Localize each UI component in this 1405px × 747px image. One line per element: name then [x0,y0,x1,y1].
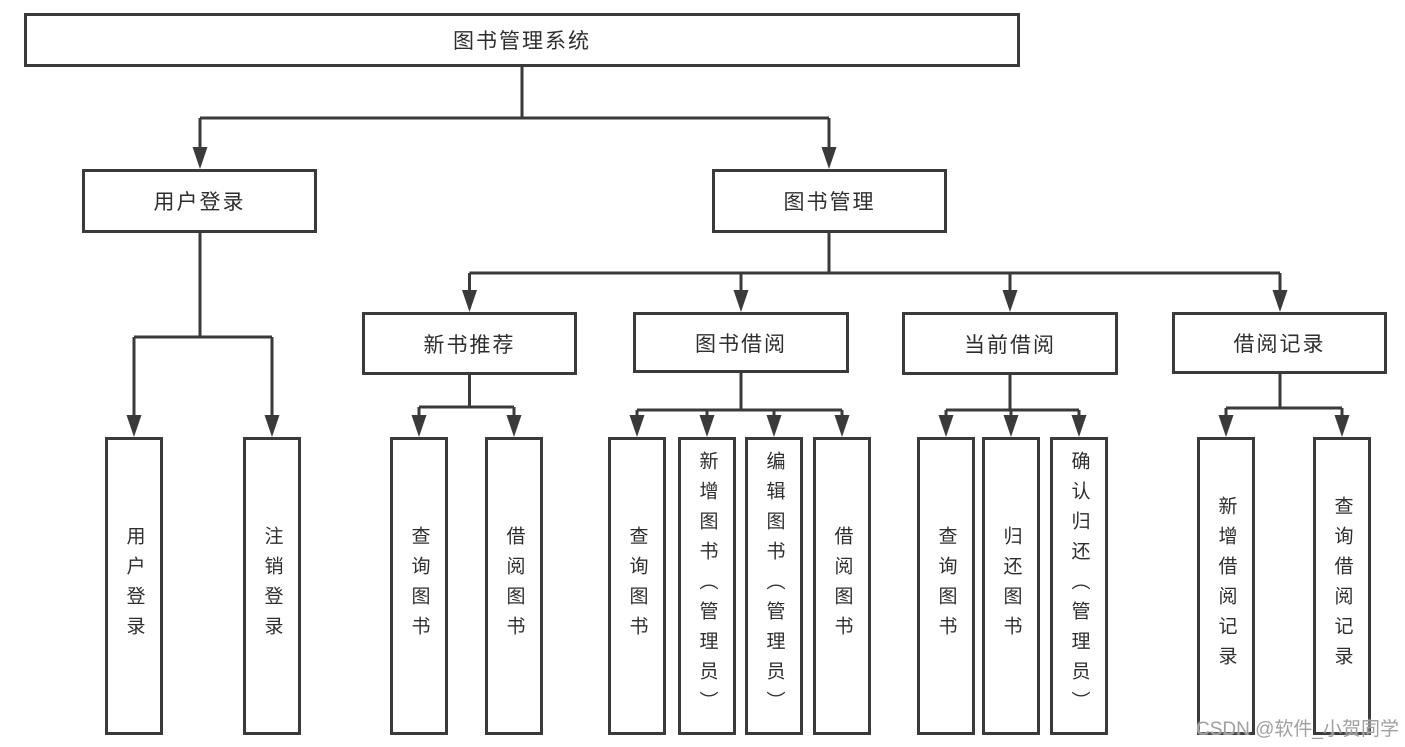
leaf-recommend-borrow-books-label: 借阅图书 [503,526,525,646]
leaf-add-books-admin: 新增图书（管理员） [678,437,736,735]
leaf-query-borrow-record: 查询借阅记录 [1313,437,1371,735]
connector-borrow-records-to-leaves [1218,374,1350,437]
node-current-borrow-label: 当前借阅 [964,333,1056,357]
connector-current-borrow-to-leaves [938,375,1087,437]
connector-root-to-level2 [192,67,837,169]
node-user-login-label: 用户登录 [153,191,246,214]
connector-user-login-to-leaves [126,233,280,437]
leaf-current-query-books-label: 查询图书 [935,526,957,646]
leaf-recommend-query-books-label: 查询图书 [408,526,430,646]
node-book-borrow: 图书借阅 [633,312,849,373]
node-book-borrow-label: 图书借阅 [695,332,787,356]
connector-book-management-to-level3 [462,233,1288,312]
node-new-book-recommend-label: 新书推荐 [423,333,516,357]
node-borrow-records-label: 借阅记录 [1233,333,1326,356]
node-current-borrow: 当前借阅 [902,312,1118,375]
node-book-management-label: 图书管理 [783,191,876,214]
connector-new-book-recommend-to-leaves [411,375,522,437]
node-book-management: 图书管理 [712,169,947,233]
leaf-confirm-return-admin: 确认归还（管理员） [1050,437,1108,735]
leaf-add-borrow-record-label: 新增借阅记录 [1215,496,1237,676]
node-root-system: 图书管理系统 [24,13,1020,67]
node-user-login: 用户登录 [82,169,317,233]
leaf-confirm-return-admin-label: 确认归还（管理员） [1068,451,1090,721]
leaf-edit-books-admin-label: 编辑图书（管理员） [763,451,785,721]
leaf-add-books-admin-label: 新增图书（管理员） [696,451,718,721]
leaf-add-borrow-record: 新增借阅记录 [1197,437,1255,735]
leaf-borrow-books: 借阅图书 [813,437,871,735]
leaf-logout: 注销登录 [243,437,301,735]
node-borrow-records: 借阅记录 [1172,312,1387,374]
leaf-current-query-books: 查询图书 [917,437,975,735]
leaf-recommend-query-books: 查询图书 [390,437,448,735]
csdn-watermark: CSDN @软件_小贺同学 [1196,719,1399,740]
node-new-book-recommend: 新书推荐 [362,312,577,375]
leaf-logout-label: 注销登录 [261,526,283,646]
leaf-return-books: 归还图书 [982,437,1040,735]
leaf-borrow-books-label: 借阅图书 [831,526,853,646]
connector-book-borrow-to-leaves [629,373,850,437]
leaf-borrow-query-books-label: 查询图书 [626,526,648,646]
leaf-borrow-query-books: 查询图书 [608,437,666,735]
leaf-user-login-label: 用户登录 [123,526,145,646]
leaf-user-login: 用户登录 [105,437,163,735]
leaf-query-borrow-record-label: 查询借阅记录 [1331,496,1353,676]
leaf-return-books-label: 归还图书 [1000,526,1022,646]
leaf-edit-books-admin: 编辑图书（管理员） [745,437,803,735]
node-root-system-label: 图书管理系统 [453,30,591,53]
leaf-recommend-borrow-books: 借阅图书 [485,437,543,735]
